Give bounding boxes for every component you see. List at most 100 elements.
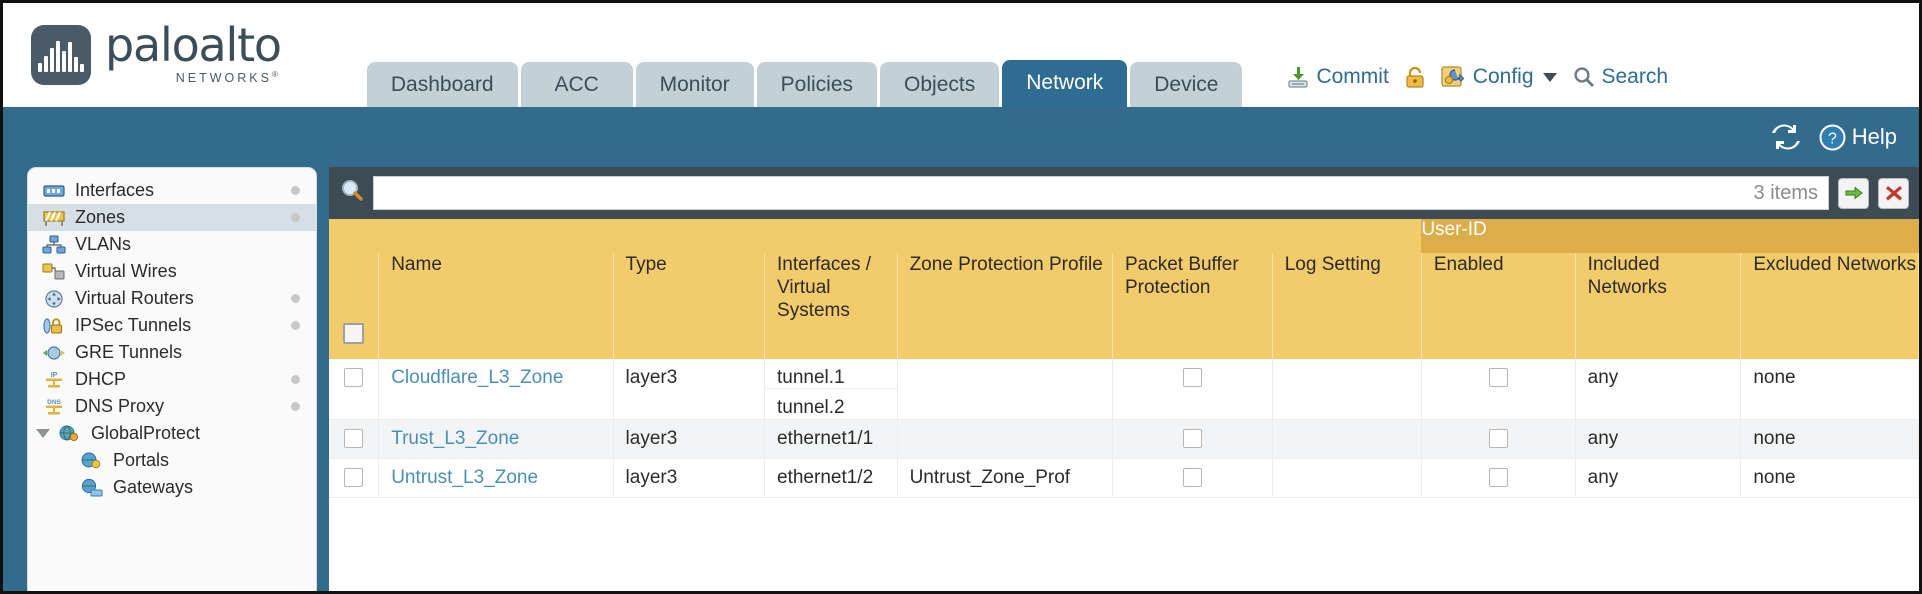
userid-enabled-checkbox[interactable] [1488, 368, 1508, 388]
userid-enabled-checkbox[interactable] [1488, 468, 1508, 488]
sidebar-item-zones[interactable]: Zones [28, 204, 316, 231]
cell-name[interactable]: Untrust_L3_Zone [378, 458, 614, 498]
row-select-cell[interactable] [329, 419, 380, 459]
brand-tagline: NETWORKS® [175, 69, 281, 85]
virtual-routers-icon [42, 289, 66, 309]
green-arrow-icon [1845, 186, 1863, 200]
tab-dashboard[interactable]: Dashboard [366, 62, 518, 107]
sidebar-item-gateways[interactable]: Gateways [28, 474, 316, 501]
sidebar-item-dns-proxy[interactable]: DNS DNS Proxy [28, 393, 316, 420]
sidebar-item-vlans[interactable]: VLANs [28, 231, 316, 258]
apply-filter-button[interactable] [1838, 177, 1869, 209]
gre-tunnels-icon [42, 343, 66, 363]
main-nav-tabs: Dashboard ACC Monitor Policies Objects N… [366, 60, 1243, 107]
row-checkbox[interactable] [344, 468, 364, 488]
column-header-enabled[interactable]: Enabled [1421, 253, 1576, 359]
cell-excluded-networks: none [1740, 419, 1919, 459]
content-area: Interfaces Zones VLANs Vir [3, 167, 1919, 591]
help-icon: ? [1819, 124, 1846, 150]
interfaces-icon [42, 181, 66, 201]
column-header-packet-buffer-protection[interactable]: Packet Buffer Protection [1112, 253, 1273, 359]
packet-buffer-protection-checkbox[interactable] [1182, 429, 1202, 449]
row-select-cell[interactable] [329, 458, 380, 498]
cell-name[interactable]: Cloudflare_L3_Zone [378, 359, 614, 420]
sidebar-item-globalprotect[interactable]: GlobalProtect [28, 420, 316, 447]
sidebar-item-dhcp[interactable]: IP DHCP [28, 366, 316, 393]
sidebar-item-gre-tunnels[interactable]: GRE Tunnels [28, 339, 316, 366]
search-button[interactable]: Search [1572, 65, 1668, 89]
cell-excluded-networks: none [1740, 458, 1919, 498]
search-toolbar: 3 items [329, 167, 1919, 219]
tab-network[interactable]: Network [1002, 60, 1128, 107]
packet-buffer-protection-checkbox[interactable] [1182, 468, 1202, 488]
config-wrench-icon [1441, 66, 1465, 87]
portals-icon [80, 451, 104, 471]
commit-label: Commit [1316, 65, 1389, 88]
cell-packet-buffer-protection[interactable] [1112, 419, 1273, 459]
packet-buffer-protection-checkbox[interactable] [1182, 368, 1202, 388]
lock-button[interactable] [1404, 65, 1426, 89]
sidebar-item-ipsec-tunnels[interactable]: IPSec Tunnels [28, 312, 316, 339]
select-all-header[interactable] [329, 253, 380, 359]
tab-monitor[interactable]: Monitor [635, 62, 754, 107]
cell-log-setting [1272, 419, 1422, 459]
cell-included-networks: any [1575, 458, 1742, 498]
sidebar-item-virtual-routers[interactable]: Virtual Routers [28, 285, 316, 312]
cell-interfaces: tunnel.1 tunnel.2 [764, 359, 898, 420]
cell-packet-buffer-protection[interactable] [1112, 458, 1273, 498]
column-header-excluded-networks[interactable]: Excluded Networks [1740, 253, 1919, 359]
table-group-header-row: User-ID [329, 219, 1919, 253]
row-checkbox[interactable] [344, 368, 364, 388]
cell-log-setting [1272, 359, 1422, 420]
cell-userid-enabled[interactable] [1421, 458, 1576, 498]
refresh-button[interactable] [1771, 123, 1801, 151]
config-menu[interactable]: Config [1441, 65, 1557, 89]
column-header-log-setting[interactable]: Log Setting [1272, 253, 1422, 359]
cell-userid-enabled[interactable] [1421, 359, 1576, 420]
sidebar-item-portals[interactable]: Portals [28, 447, 316, 474]
tab-acc[interactable]: ACC [520, 62, 633, 107]
select-all-checkbox[interactable] [343, 323, 365, 345]
items-count-label: 3 items [1753, 181, 1818, 204]
cell-name[interactable]: Trust_L3_Zone [378, 419, 614, 459]
userid-enabled-checkbox[interactable] [1488, 429, 1508, 449]
table-row[interactable]: Cloudflare_L3_Zone layer3 tunnel.1 tunne… [329, 359, 1919, 420]
commit-button[interactable]: Commit [1286, 65, 1389, 89]
vlans-icon [42, 235, 66, 255]
sidebar-item-label: Virtual Wires [75, 261, 177, 281]
svg-text:IP: IP [51, 372, 58, 379]
help-label: Help [1851, 124, 1897, 149]
clear-filter-button[interactable] [1878, 177, 1909, 209]
search-input[interactable]: 3 items [373, 176, 1829, 210]
column-header-interfaces[interactable]: Interfaces / Virtual Systems [764, 253, 898, 359]
brand-text: paloalto NETWORKS® [105, 22, 282, 85]
table-row[interactable]: Trust_L3_Zone layer3 ethernet1/1 any non… [329, 419, 1919, 459]
cell-userid-enabled[interactable] [1421, 419, 1576, 459]
cell-interfaces: ethernet1/2 [764, 458, 898, 498]
close-icon [1885, 186, 1902, 201]
zone-name-link[interactable]: Untrust_L3_Zone [391, 467, 539, 488]
zones-table-body: Cloudflare_L3_Zone layer3 tunnel.1 tunne… [329, 359, 1919, 498]
cell-excluded-networks: none [1740, 359, 1919, 420]
sidebar-item-interfaces[interactable]: Interfaces [28, 177, 316, 204]
row-select-cell[interactable] [329, 359, 380, 420]
tab-policies[interactable]: Policies [756, 62, 878, 107]
table-row[interactable]: Untrust_L3_Zone layer3 ethernet1/2 Untru… [329, 458, 1919, 498]
zone-name-link[interactable]: Cloudflare_L3_Zone [391, 367, 564, 388]
zone-name-link[interactable]: Trust_L3_Zone [391, 428, 520, 449]
column-header-zone-protection-profile[interactable]: Zone Protection Profile [897, 253, 1113, 359]
sidebar-item-virtual-wires[interactable]: Virtual Wires [28, 258, 316, 285]
cell-zone-protection-profile: Untrust_Zone_Prof [897, 458, 1113, 498]
tab-objects[interactable]: Objects [880, 62, 1000, 107]
status-dot [291, 375, 300, 384]
column-header-type[interactable]: Type [613, 253, 766, 359]
column-header-included-networks[interactable]: Included Networks [1575, 253, 1742, 359]
column-header-name[interactable]: Name [378, 253, 614, 359]
brand-logo: paloalto NETWORKS® [31, 22, 282, 85]
app-header: paloalto NETWORKS® Dashboard ACC Monitor… [3, 3, 1919, 107]
row-checkbox[interactable] [344, 429, 364, 449]
help-button[interactable]: ? Help [1819, 124, 1897, 151]
cell-packet-buffer-protection[interactable] [1112, 359, 1273, 420]
expander-triangle-icon[interactable] [36, 429, 50, 438]
tab-device[interactable]: Device [1130, 62, 1243, 107]
